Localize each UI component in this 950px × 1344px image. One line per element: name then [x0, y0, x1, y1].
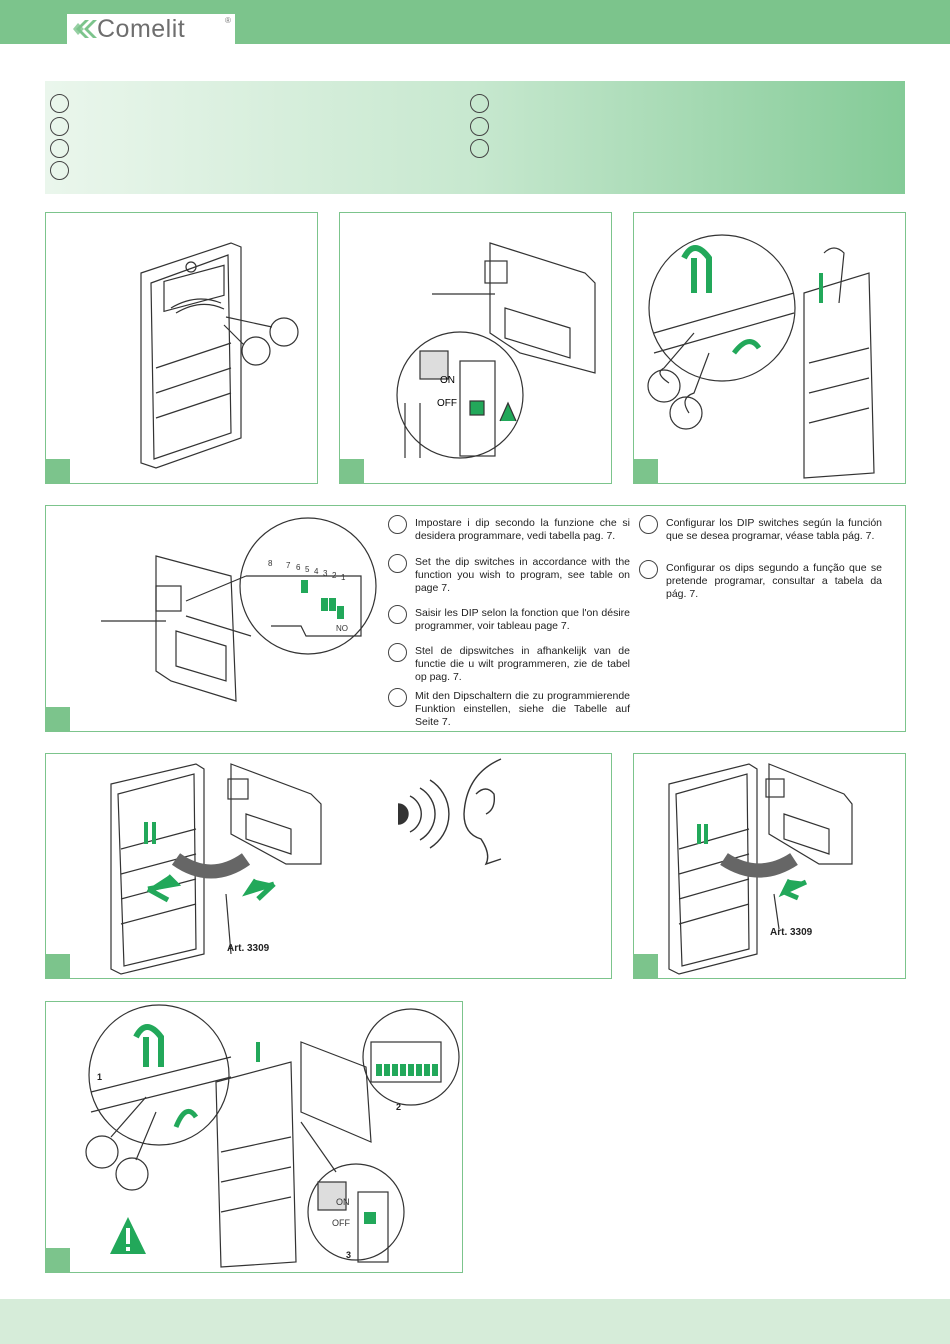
language-circle	[388, 554, 407, 573]
dip-number-2: 2	[332, 571, 337, 580]
instruction-text: Stel de dipswitches in afhankelijk van d…	[388, 643, 630, 684]
dip-number-5: 5	[305, 565, 310, 574]
language-circle	[50, 94, 69, 113]
step-panel-6: Art. 3309	[633, 753, 906, 979]
language-circle	[470, 117, 489, 136]
language-circle	[388, 643, 407, 662]
flat-cable-removal-illustration	[668, 763, 853, 975]
switch-off-label: OFF	[332, 1218, 350, 1228]
registered-mark: ®	[225, 16, 231, 25]
panel-corner-tab	[46, 954, 70, 978]
step-panel-1	[45, 212, 318, 484]
comelit-logo-mark-icon	[73, 20, 97, 38]
instruction-text: Mit den Dipschaltern die zu programmiere…	[388, 688, 630, 729]
language-circle	[470, 94, 489, 113]
footer-bar	[0, 1299, 950, 1344]
switch-off-label: OFF	[437, 398, 457, 409]
switch-on-label: ON	[440, 375, 455, 386]
panel-corner-tab	[46, 459, 70, 483]
panel-corner-tab	[634, 954, 658, 978]
language-circle	[388, 688, 407, 707]
dip-number-7: 7	[286, 561, 291, 570]
flat-cable-connection-illustration	[110, 758, 502, 975]
dip-switch-setting-illustration: 8 7 6 5 4 3 2 1 NO	[101, 517, 377, 702]
language-circle	[470, 139, 489, 158]
brand-wordmark: Comelit	[97, 15, 186, 43]
step-number-3: 3	[346, 1250, 351, 1260]
language-circle	[50, 117, 69, 136]
entrance-panel-frame-illustration	[140, 242, 299, 469]
ear-sound-icon	[397, 758, 502, 866]
instruction-text: Configurar os dips segundo a função que …	[639, 560, 882, 601]
instruction-text: Impostare i dip secondo la funzione che …	[388, 515, 630, 543]
dip-number-6: 6	[296, 563, 301, 572]
language-circle	[388, 605, 407, 624]
jumper-removal-illustration	[647, 234, 875, 479]
language-banner	[45, 81, 905, 194]
language-circle	[388, 515, 407, 534]
panel-corner-tab	[46, 707, 70, 731]
switch-no-label: NO	[336, 624, 348, 633]
warning-triangle-icon	[110, 1217, 146, 1254]
step-panel-2: ON OFF	[339, 212, 612, 484]
article-label: Art. 3309	[770, 927, 813, 938]
language-circle	[639, 560, 658, 579]
step-panel-3	[633, 212, 906, 484]
brand-logo: Comelit ®	[67, 14, 235, 44]
panel-corner-tab	[634, 459, 658, 483]
step-number-2: 2	[396, 1102, 401, 1112]
language-circle	[50, 139, 69, 158]
switch-on-label: ON	[336, 1197, 350, 1207]
instruction-text: Set the dip switches in accordance with …	[388, 554, 630, 595]
instruction-text: Configurar los DIP switches según la fun…	[639, 515, 882, 543]
instruction-text: Saisir les DIP selon la fonction que l'o…	[388, 605, 630, 633]
step-number-1: 1	[97, 1072, 102, 1082]
article-label: Art. 3309	[227, 943, 270, 954]
dip-number-8: 8	[268, 559, 273, 568]
step-panel-4: 8 7 6 5 4 3 2 1 NO Impostare i dip secon…	[45, 505, 906, 732]
reinstall-jumper-illustration: ON OFF 1 2 3	[85, 1004, 460, 1268]
language-circle	[639, 515, 658, 534]
module-dip-switch-illustration: ON OFF	[396, 242, 596, 459]
panel-corner-tab	[46, 1248, 70, 1272]
language-circle	[50, 161, 69, 180]
step-panel-5: Art. 3309	[45, 753, 612, 979]
dip-number-1: 1	[341, 573, 346, 582]
dip-number-3: 3	[323, 569, 328, 578]
step-panel-7: ON OFF 1 2 3	[45, 1001, 463, 1273]
panel-corner-tab	[340, 459, 364, 483]
dip-number-4: 4	[314, 567, 319, 576]
